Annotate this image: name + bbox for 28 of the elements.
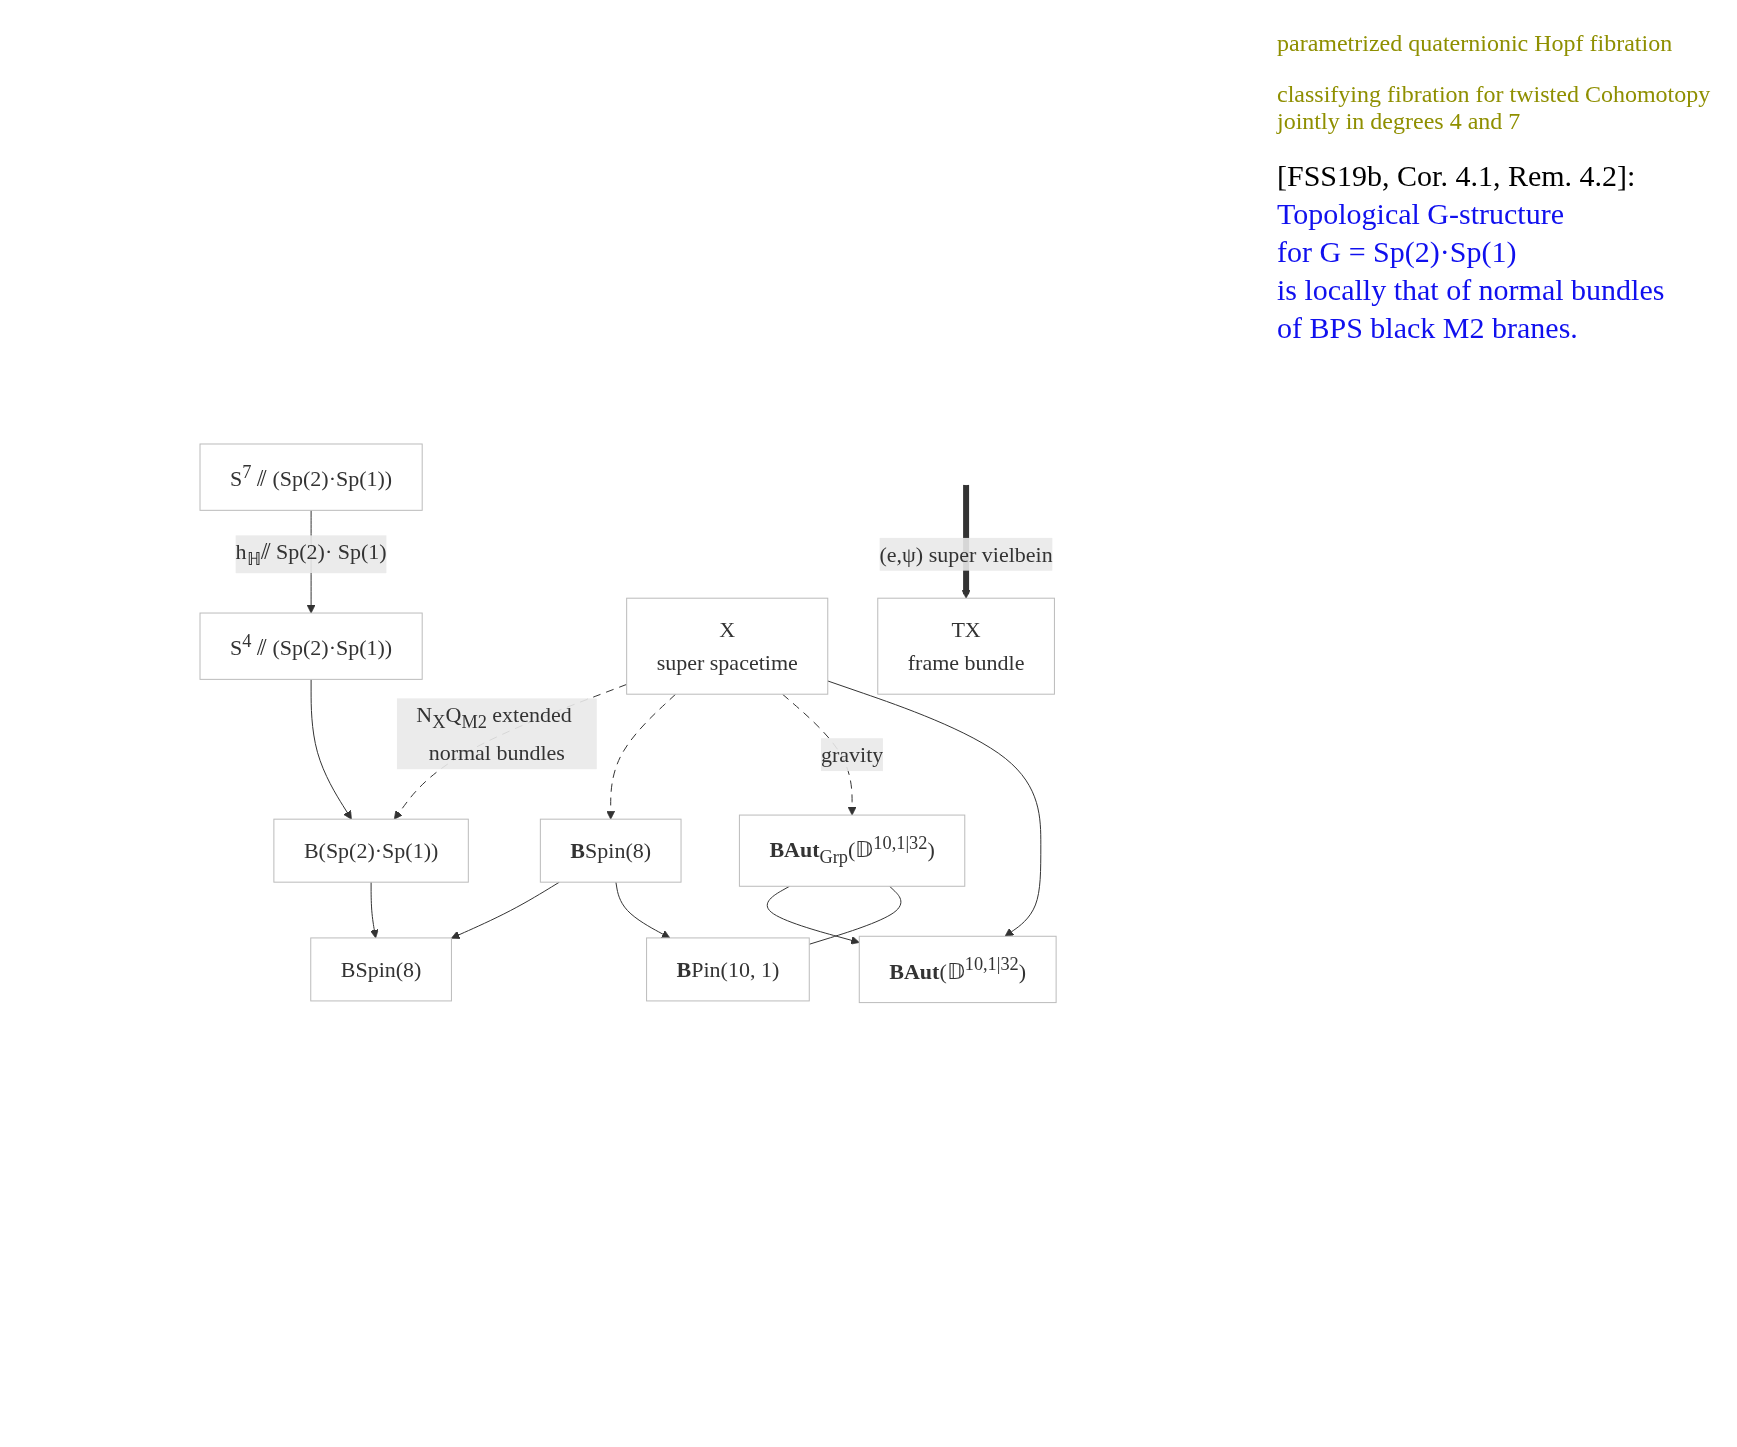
edge-label: (e,ψ) super vielbein	[879, 541, 1054, 567]
node-box: BSpin(8)	[310, 937, 453, 1002]
node-box: B(Sp(2)·Sp(1))	[273, 818, 470, 883]
edge-label: h$_{ℍ}$⫽ Sp(2)· Sp(1)	[235, 539, 388, 569]
connector	[809, 885, 902, 945]
edge-label: N$_{X}$Q$_{M2}$ extended normal bundles	[416, 702, 573, 766]
note-text: for G = Sp(2)·Sp(1)	[1277, 235, 1518, 269]
annotation-text: parametrized quaternionic Hopf fibration	[1277, 30, 1674, 57]
note-text: [FSS19b, Cor. 4.1, Rem. 4.2]:	[1277, 159, 1637, 193]
node-box: TX frame bundle	[877, 597, 1056, 695]
node-box: S$^{7}$ ⫽ (Sp(2)·Sp(1))	[199, 443, 424, 512]
node-box: S$^{4}$ ⫽ (Sp(2)·Sp(1))	[199, 612, 424, 681]
edge-label: gravity	[821, 742, 884, 768]
arrow	[370, 881, 380, 939]
note-text: of BPS black M2 branes.	[1277, 311, 1579, 345]
annotation-text: classifying fibration for twisted Cohomotopy jointly in degrees 4 and 7	[1277, 81, 1712, 135]
node-box: BSpin(8)	[540, 818, 682, 883]
node-box: BAut(𝔻$^{10,1|32}$)	[859, 935, 1058, 1004]
arrow	[615, 881, 671, 939]
arrow	[311, 679, 353, 820]
arrow	[606, 693, 677, 820]
note-text: Topological G-structure	[1277, 197, 1565, 231]
note-text: is locally that of normal bundles	[1277, 273, 1666, 307]
arrow	[827, 680, 1042, 937]
arrow	[767, 885, 861, 945]
node-box: BAut$_{Grp}$(𝔻$^{10,1|32}$)	[739, 814, 966, 887]
node-box: X super spacetime	[626, 597, 829, 695]
node-box: BPin(10, 1)	[646, 937, 811, 1002]
